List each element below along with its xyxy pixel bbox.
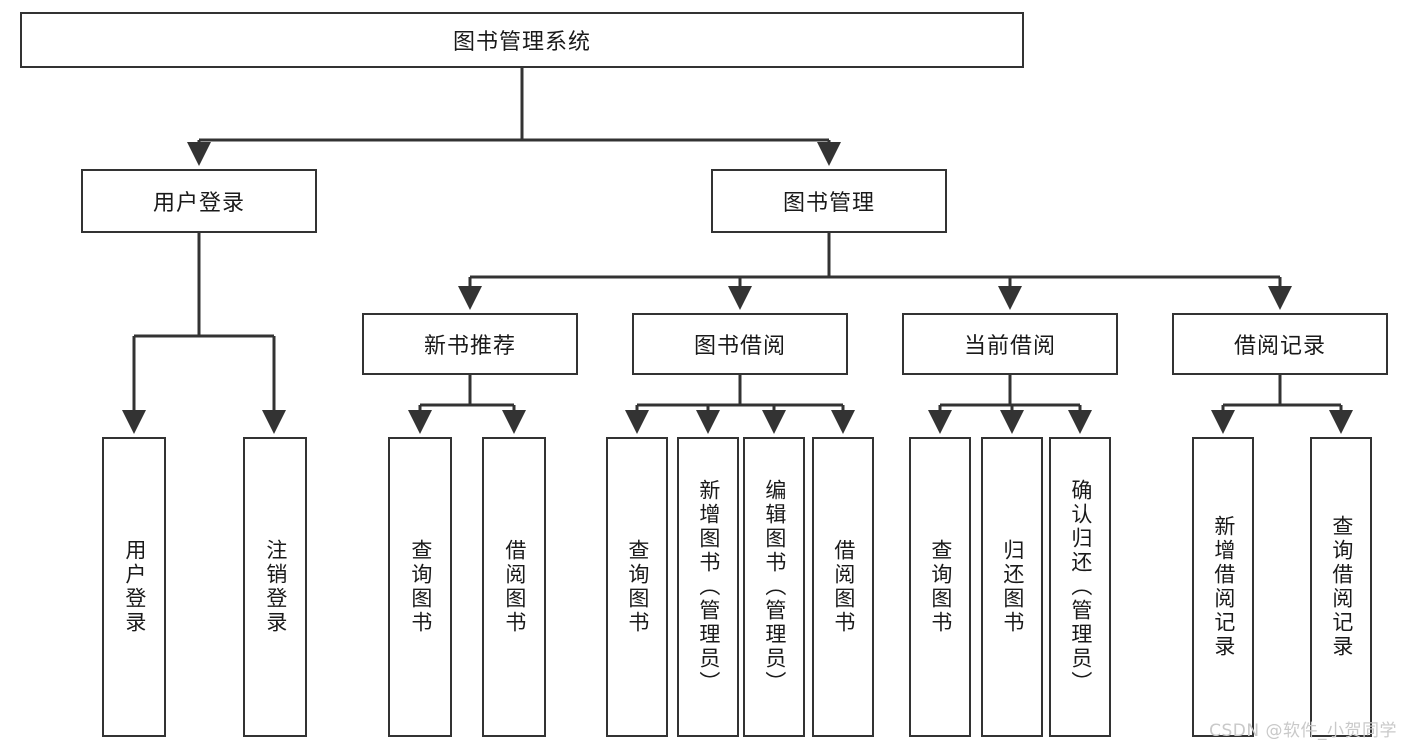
node-leaf-newbook-borrow-label: 借阅图书 [502,539,527,635]
node-leaf-current-confirm[interactable]: 确认归还（管理员） [1049,437,1111,737]
node-user-login-label: 用户登录 [152,191,245,216]
node-current-borrow[interactable]: 当前借阅 [902,313,1118,375]
node-leaf-newbook-query[interactable]: 查询图书 [388,437,452,737]
node-root[interactable]: 图书管理系统 [20,12,1024,68]
node-root-label: 图书管理系统 [452,30,591,55]
node-leaf-borrow-add-label: 新增图书（管理员） [696,479,721,695]
node-leaf-current-query-label: 查询图书 [928,539,953,635]
node-leaf-record-add-label: 新增借阅记录 [1211,515,1236,659]
node-leaf-borrow-add[interactable]: 新增图书（管理员） [677,437,739,737]
node-book-borrow-label: 图书借阅 [693,334,786,359]
node-user-login[interactable]: 用户登录 [81,169,317,233]
node-leaf-borrow-lend[interactable]: 借阅图书 [812,437,874,737]
watermark-text: CSDN @软件_小贺同学 [1209,721,1397,741]
node-leaf-newbook-query-label: 查询图书 [408,539,433,635]
node-new-book-recommend-label: 新书推荐 [423,334,516,359]
node-leaf-record-query-label: 查询借阅记录 [1329,515,1354,659]
node-leaf-user-logout[interactable]: 注销登录 [243,437,307,737]
node-leaf-current-return-label: 归还图书 [1000,539,1025,635]
node-borrow-records-label: 借阅记录 [1233,334,1326,359]
node-borrow-records[interactable]: 借阅记录 [1172,313,1388,375]
node-leaf-user-login-label: 用户登录 [122,539,147,635]
node-leaf-record-add[interactable]: 新增借阅记录 [1192,437,1254,737]
node-book-management[interactable]: 图书管理 [711,169,947,233]
node-leaf-current-query[interactable]: 查询图书 [909,437,971,737]
node-leaf-borrow-lend-label: 借阅图书 [831,539,856,635]
node-leaf-borrow-edit-label: 编辑图书（管理员） [762,479,787,695]
node-leaf-newbook-borrow[interactable]: 借阅图书 [482,437,546,737]
node-book-borrow[interactable]: 图书借阅 [632,313,848,375]
node-leaf-record-query[interactable]: 查询借阅记录 [1310,437,1372,737]
node-book-management-label: 图书管理 [782,191,875,216]
node-leaf-borrow-query[interactable]: 查询图书 [606,437,668,737]
node-leaf-current-confirm-label: 确认归还（管理员） [1068,479,1093,695]
node-current-borrow-label: 当前借阅 [963,334,1056,359]
node-leaf-user-logout-label: 注销登录 [263,539,288,635]
node-leaf-borrow-query-label: 查询图书 [625,539,650,635]
node-leaf-user-login[interactable]: 用户登录 [102,437,166,737]
node-leaf-current-return[interactable]: 归还图书 [981,437,1043,737]
node-leaf-borrow-edit[interactable]: 编辑图书（管理员） [743,437,805,737]
node-new-book-recommend[interactable]: 新书推荐 [362,313,578,375]
